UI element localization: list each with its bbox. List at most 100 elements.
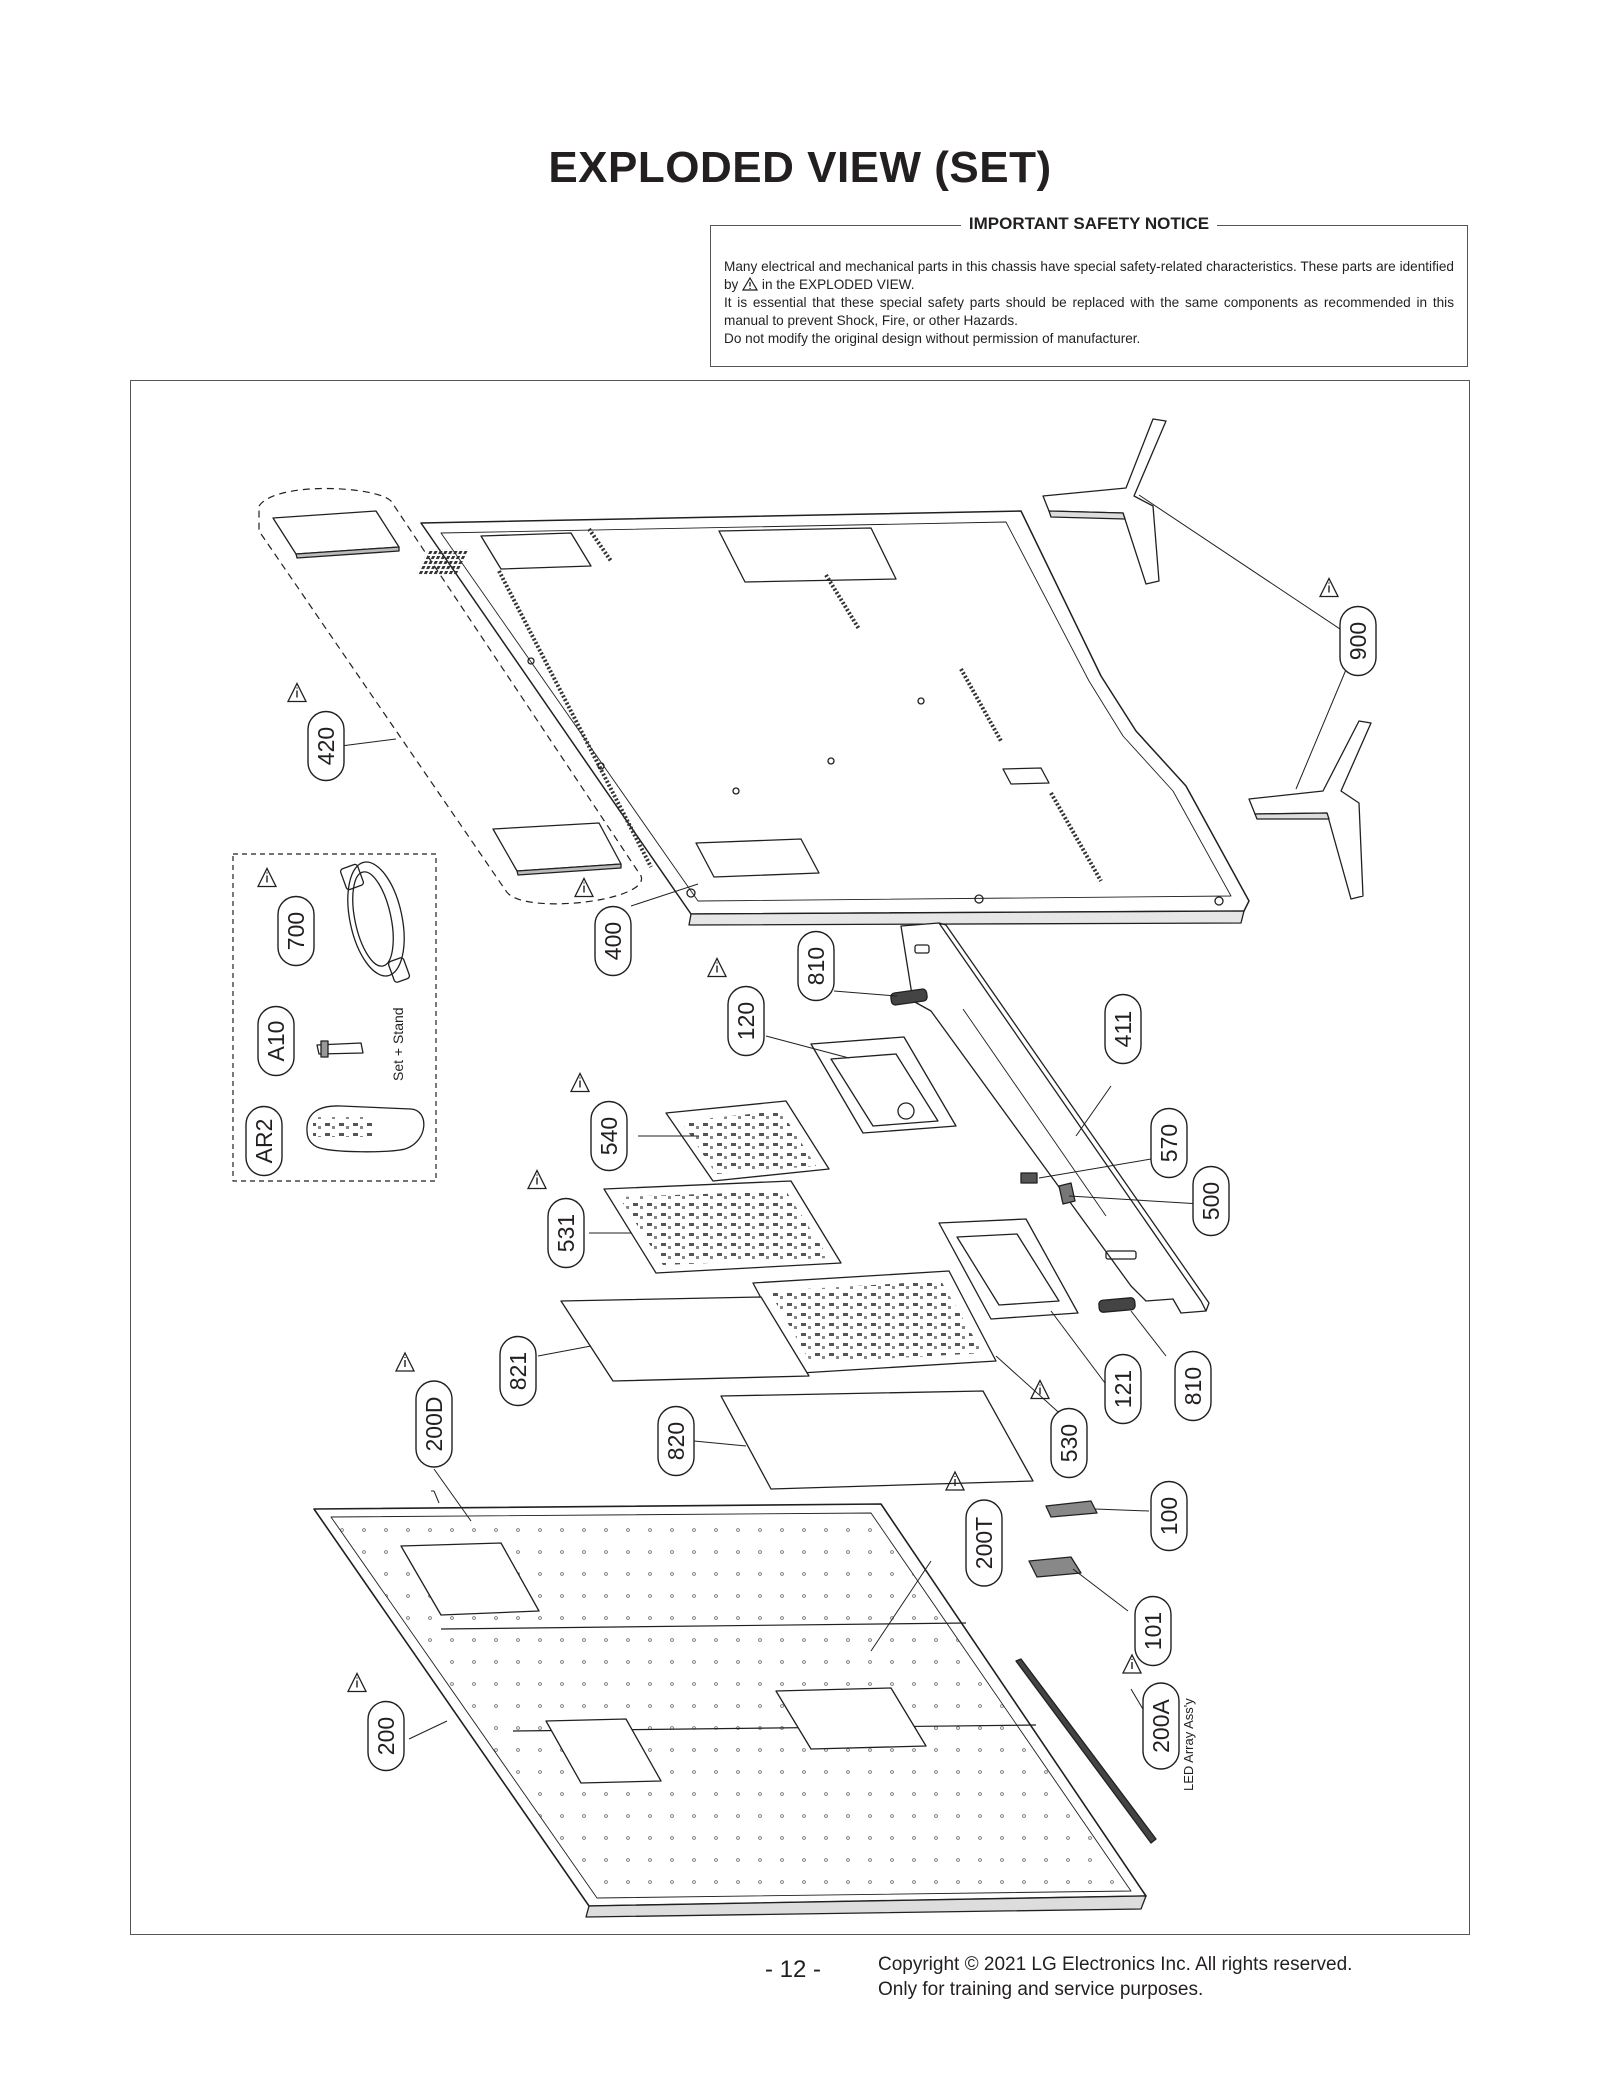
callout-label: 900	[1345, 622, 1371, 660]
warning-triangle-icon	[1029, 1379, 1051, 1400]
callout-label: 500	[1198, 1182, 1224, 1220]
callout-200: 200	[346, 1672, 405, 1772]
callout-label: 420	[313, 727, 339, 765]
part-821-insulator-sheet	[560, 1296, 810, 1382]
callout-530: 530	[1029, 1379, 1088, 1479]
callout-pill	[367, 1700, 405, 1772]
notice-line-1b: in the EXPLODED VIEW.	[761, 277, 915, 292]
callout-label: 810	[803, 947, 829, 985]
safety-notice-box: IMPORTANT SAFETY NOTICE Many electrical …	[710, 214, 1468, 367]
callout-label: 821	[505, 1352, 531, 1390]
part-200-panel-module	[313, 1503, 1147, 1918]
part-100	[1045, 1500, 1098, 1518]
callout-pill	[1104, 1353, 1142, 1425]
callout-200D: 200D	[394, 1351, 453, 1468]
callout-pill	[1150, 1107, 1188, 1179]
part-101	[1028, 1556, 1082, 1578]
callout-label: 120	[733, 1002, 759, 1040]
callout-label: 400	[600, 922, 626, 960]
callout-pill	[277, 895, 315, 967]
page-number: - 12 -	[765, 1956, 822, 1983]
exploded-view-diagram: Set + Stand LED Array Ass'y 420400900700…	[232, 418, 1377, 1918]
callout-pill	[1142, 1682, 1180, 1770]
part-200a-led-array	[1015, 1658, 1157, 1844]
callout-pill	[797, 930, 835, 1002]
callout-pill	[547, 1197, 585, 1269]
callout-pill	[415, 1380, 453, 1468]
accessories-group	[232, 853, 437, 1182]
callout-900: 900	[1318, 577, 1377, 677]
part-531-power-board	[603, 1180, 842, 1274]
callout-pill	[257, 1005, 295, 1077]
warning-triangle-icon	[526, 1169, 548, 1190]
callout-121: 121	[1104, 1353, 1142, 1425]
callout-label: 101	[1140, 1612, 1166, 1650]
callout-label: 200A	[1148, 1698, 1174, 1752]
part-411-frame-bracket	[900, 922, 1210, 1314]
callout-400: 400	[573, 877, 632, 977]
callout-500: 500	[1192, 1165, 1230, 1237]
warning-triangle-icon	[742, 277, 759, 291]
part-500	[1058, 1182, 1076, 1205]
callout-A10: A10	[257, 1005, 295, 1077]
callout-pill	[590, 1100, 628, 1172]
callout-pill	[1339, 605, 1377, 677]
footer-copyright: Copyright © 2021 LG Electronics Inc. All…	[878, 1952, 1352, 2002]
usage-note-line: Only for training and service purposes.	[878, 1979, 1204, 2000]
callout-821: 821	[499, 1335, 537, 1407]
callout-pill	[1150, 1480, 1188, 1552]
safety-notice-body: Many electrical and mechanical parts in …	[724, 258, 1454, 348]
note-set-stand: Set + Stand	[390, 1007, 406, 1081]
part-530-board	[752, 1270, 997, 1374]
part-820-insulator-sheet	[720, 1390, 1034, 1490]
callout-label: 200D	[421, 1397, 447, 1452]
callout-420: 420	[286, 682, 345, 782]
safety-notice-heading: IMPORTANT SAFETY NOTICE	[960, 214, 1218, 233]
part-810-speaker-upper	[890, 988, 928, 1006]
warning-triangle-icon	[256, 867, 278, 888]
callout-pill	[1174, 1350, 1212, 1422]
callout-label: 121	[1110, 1370, 1136, 1408]
callout-810b: 810	[1174, 1350, 1212, 1422]
callout-label: 820	[663, 1422, 689, 1460]
callout-pill	[657, 1405, 695, 1477]
part-570	[1020, 1172, 1038, 1184]
callout-label: 570	[1156, 1124, 1182, 1162]
callout-label: AR2	[251, 1119, 277, 1164]
callout-411: 411	[1104, 993, 1142, 1065]
callout-label: 540	[596, 1117, 622, 1155]
callout-pill	[594, 905, 632, 977]
callout-570: 570	[1150, 1107, 1188, 1179]
callout-label: A10	[263, 1021, 289, 1062]
warning-triangle-icon	[944, 1470, 966, 1491]
warning-triangle-icon	[1318, 577, 1340, 598]
callout-pill	[1134, 1595, 1172, 1667]
callout-label: 100	[1156, 1497, 1182, 1535]
callout-pill	[965, 1499, 1003, 1587]
part-120-cover-shield	[810, 1036, 957, 1134]
notice-line-1a: Many electrical and mechanical parts in …	[724, 259, 1454, 292]
callout-label: 531	[553, 1214, 579, 1252]
callout-label: 411	[1110, 1011, 1136, 1048]
callout-200T: 200T	[944, 1470, 1003, 1587]
callout-pill	[727, 985, 765, 1057]
callout-pill	[1104, 993, 1142, 1065]
callout-label: 200T	[971, 1517, 997, 1569]
callout-pill	[499, 1335, 537, 1407]
callout-label: 700	[283, 912, 309, 950]
callout-label: 810	[1180, 1367, 1206, 1405]
warning-triangle-icon	[573, 877, 595, 898]
notice-line-3: Do not modify the original design withou…	[724, 331, 1141, 346]
notice-line-2: It is essential that these special safet…	[724, 295, 1454, 328]
warning-triangle-icon	[394, 1351, 416, 1372]
copyright-line: Copyright © 2021 LG Electronics Inc. All…	[878, 1954, 1353, 1975]
callout-120: 120	[706, 957, 765, 1057]
callout-pill	[1050, 1407, 1088, 1479]
callout-540: 540	[569, 1072, 628, 1172]
part-400-back-cover	[416, 510, 1250, 926]
warning-triangle-icon	[706, 957, 728, 978]
part-810-speaker-lower	[1098, 1297, 1136, 1313]
part-900-stand-lower	[1248, 720, 1372, 900]
